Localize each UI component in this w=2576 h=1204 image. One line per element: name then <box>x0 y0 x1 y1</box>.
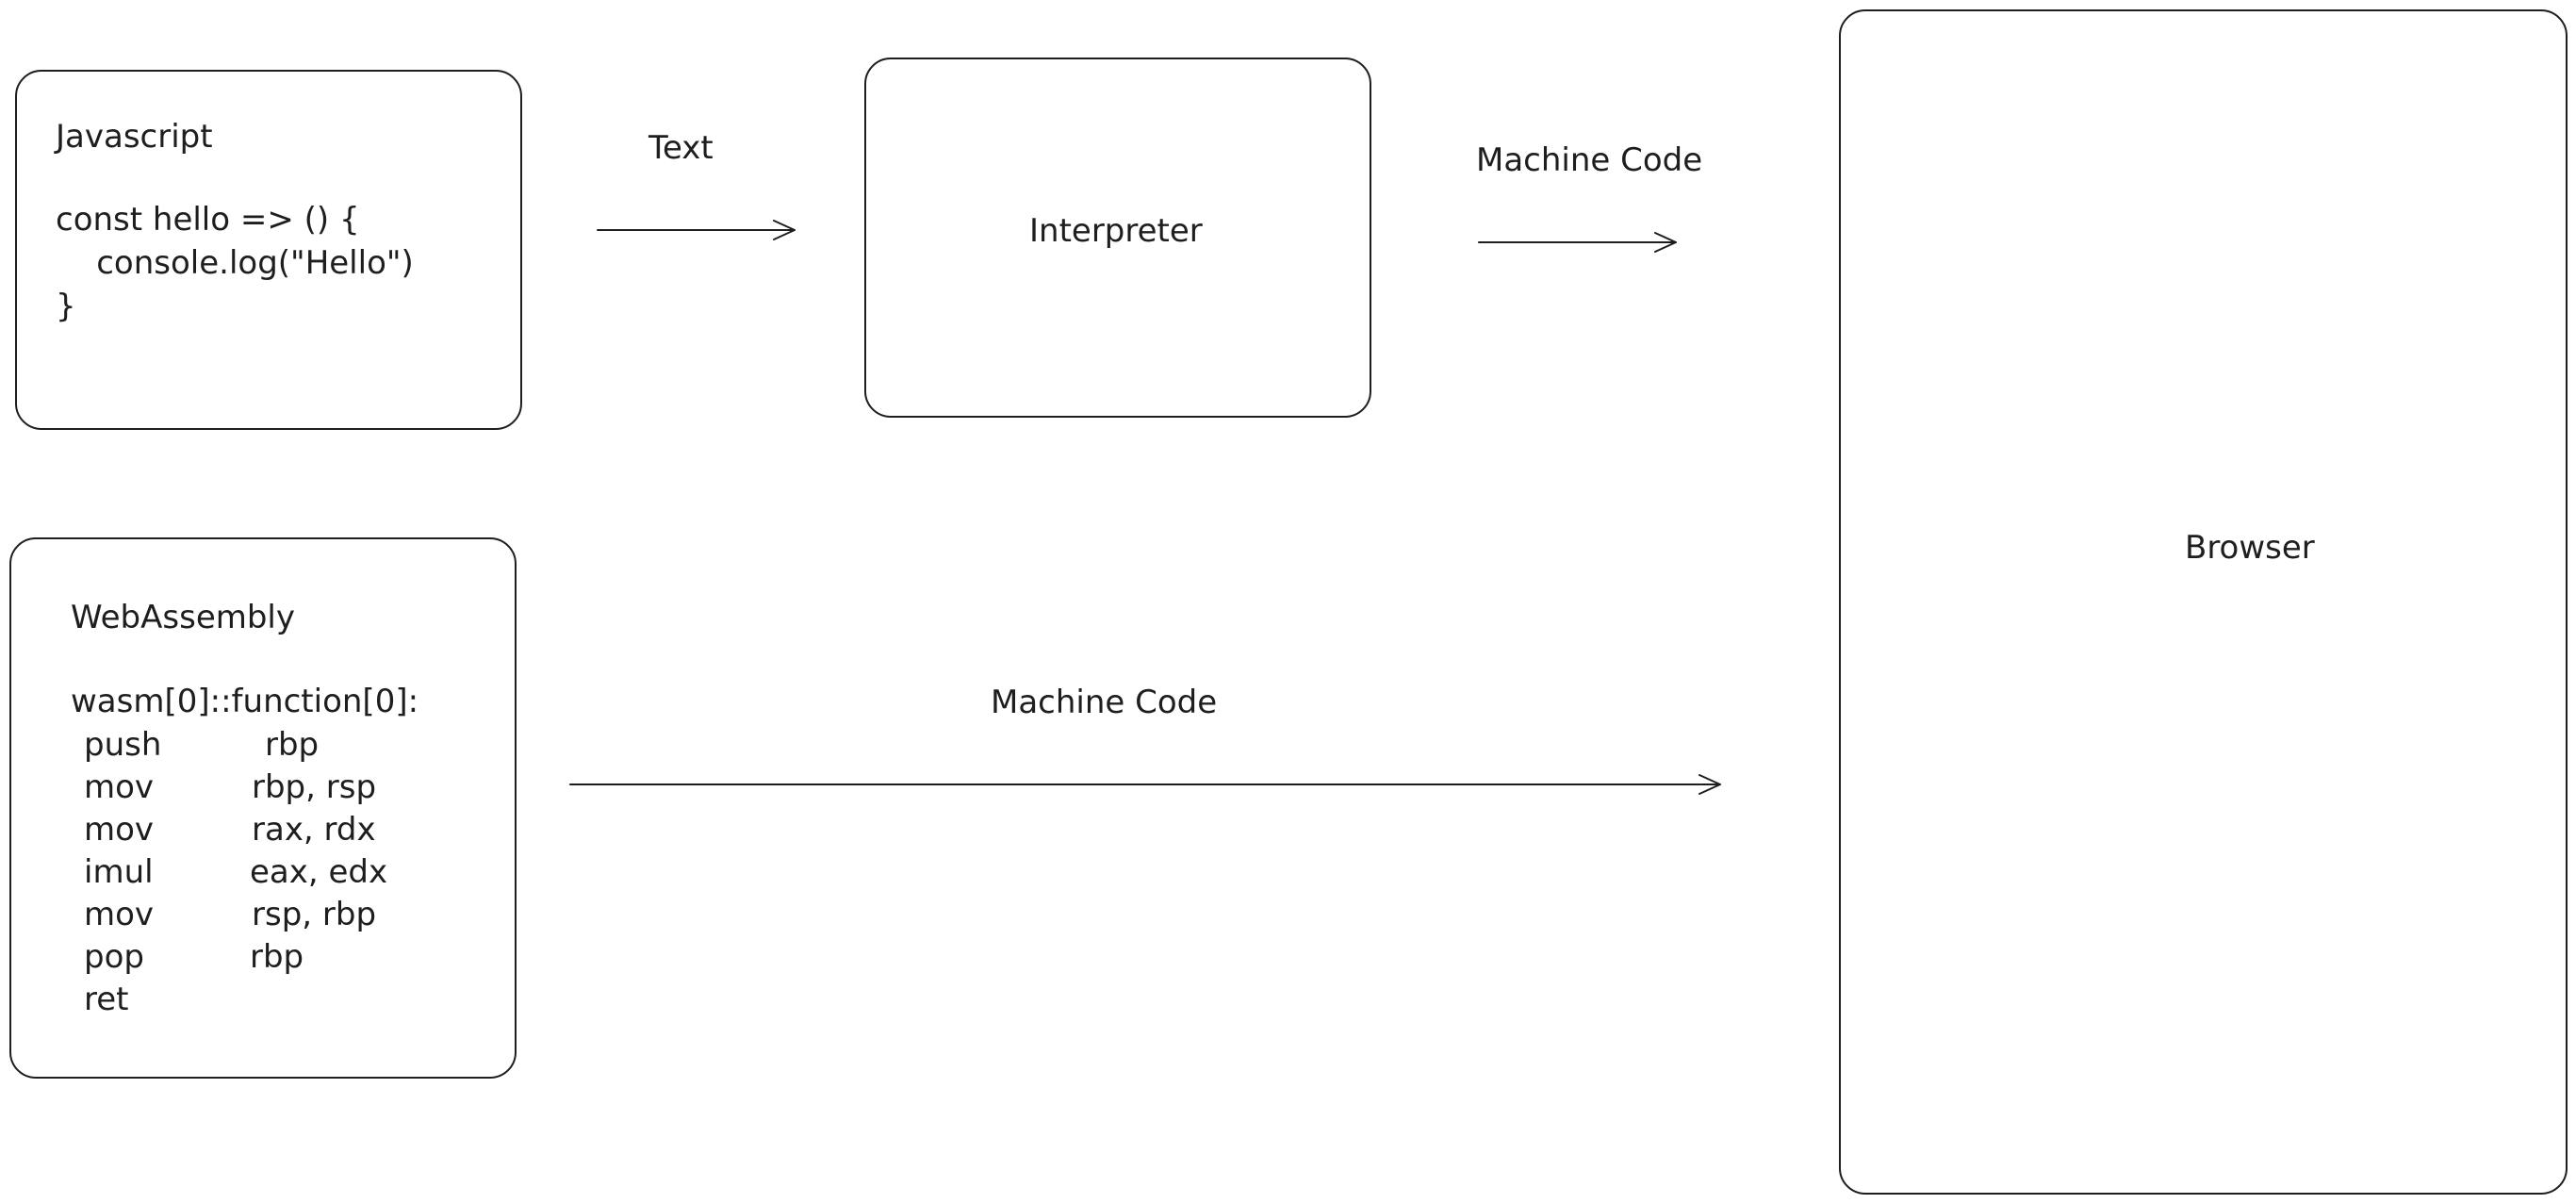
wasm-instruction-args: rbp, rsp <box>252 768 377 806</box>
arrow-interpreter-to-browser <box>1478 232 1677 253</box>
wasm-instruction-args: eax, edx <box>250 853 388 891</box>
wasm-instruction-args: rbp <box>265 726 320 764</box>
javascript-code-line: const hello => () { <box>56 201 360 239</box>
javascript-code-line: } <box>56 288 76 325</box>
wasm-instruction-args: rax, rdx <box>252 811 376 849</box>
arrow-label-text: Text <box>648 129 714 167</box>
arrow-label-machine-code-top: Machine Code <box>1476 141 1703 179</box>
javascript-box-title: Javascript <box>56 118 213 156</box>
browser-label: Browser <box>2185 529 2315 567</box>
interpreter-box <box>864 58 1371 418</box>
arrow-label-machine-code-bottom: Machine Code <box>991 684 1218 721</box>
arrow-wasm-to-browser <box>569 774 1721 795</box>
wasm-instruction-op: ret <box>84 981 129 1018</box>
webassembly-box-title: WebAssembly <box>71 599 295 636</box>
wasm-instruction-op: mov <box>84 811 155 849</box>
arrow-js-to-interpreter <box>597 220 796 240</box>
wasm-instruction-op: push <box>84 726 162 764</box>
wasm-instruction-op: mov <box>84 896 155 933</box>
interpreter-label: Interpreter <box>1029 212 1203 250</box>
wasm-instruction-op: imul <box>84 853 154 891</box>
wasm-function-header: wasm[0]::function[0]: <box>71 683 419 720</box>
webassembly-box <box>9 537 517 1079</box>
wasm-instruction-args: rsp, rbp <box>252 896 377 933</box>
javascript-code-line: console.log("Hello") <box>56 244 414 282</box>
wasm-instruction-args: rbp <box>250 938 304 976</box>
wasm-instruction-op: mov <box>84 768 155 806</box>
browser-box <box>1839 9 2568 1195</box>
javascript-box <box>15 70 522 430</box>
wasm-instruction-op: pop <box>84 938 144 976</box>
